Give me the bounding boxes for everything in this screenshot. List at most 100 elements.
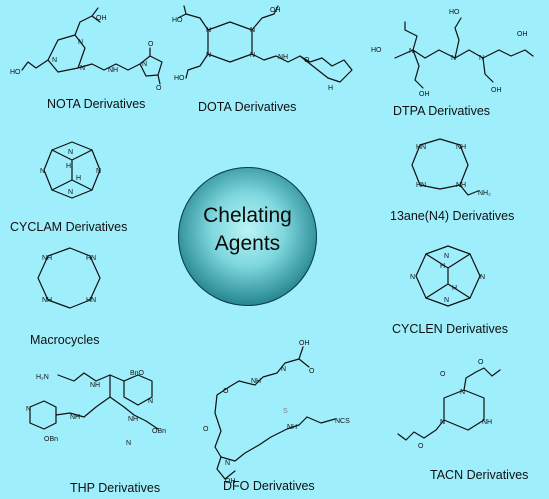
nota-atom-n4: N <box>142 61 147 68</box>
cyclen-atom-h2: H <box>452 285 457 292</box>
dota-structure: N N N N HO OH HO NH O H <box>172 5 353 92</box>
dtpa-atom-n3: N <box>479 55 484 62</box>
tacn-atom-n2: N <box>440 419 445 426</box>
tacn-atom-n1: N <box>460 389 465 396</box>
dota-label: DOTA Derivatives <box>198 100 297 114</box>
dfo-atom-oh1: OH <box>299 340 310 347</box>
dota-atom-nh: NH <box>278 54 288 61</box>
dfo-atom-n1: N <box>281 366 286 373</box>
cyclen-panel: N N N N H H CYCLEN Derivatives <box>370 240 549 350</box>
macro-panel: NH HN NH HN Macrocycles <box>0 240 170 350</box>
dfo-atom-o1: O <box>309 368 315 375</box>
dtpa-atom-n2: N <box>451 55 456 62</box>
macro-label: Macrocycles <box>30 333 100 347</box>
title-line-2: Agents <box>214 232 281 255</box>
thp-atom-nh2: NH <box>70 414 80 421</box>
cyclam-atom-h1: H <box>66 163 71 170</box>
ane-atom-hn2: HN <box>416 182 426 189</box>
nota-label: NOTA Derivatives <box>47 97 146 111</box>
thp-atom-n1: N <box>148 398 153 405</box>
cyclen-atom-n4: N <box>444 297 449 304</box>
thp-atom-n2: N <box>26 406 31 413</box>
dfo-label: DFO Derivatives <box>223 479 315 493</box>
thp-atom-obn2: OBn <box>152 428 166 435</box>
cyclam-atom-n3: N <box>40 168 45 175</box>
cyclen-atom-n3: N <box>444 253 449 260</box>
nota-atom-n1: N <box>78 39 83 46</box>
nota-atom-n2: N <box>52 57 57 64</box>
dota-atom-n4: N <box>250 52 255 59</box>
ane-panel: HN NH HN NH NH₂ 13ane(N4) Derivatives <box>370 125 549 235</box>
nota-structure: N N N OH HO NH N O O <box>10 7 163 92</box>
thp-atom-n3: N <box>126 440 131 447</box>
dtpa-label: DTPA Derivatives <box>393 104 491 118</box>
ane-atom-nh2-group: NH₂ <box>478 190 491 197</box>
dtpa-atom-oh2: OH <box>419 91 430 98</box>
dota-atom-oh1: OH <box>270 7 281 14</box>
tacn-atom-o1: O <box>478 359 484 366</box>
cyclam-atom-n2: N <box>68 189 73 196</box>
thp-atom-nh1: NH <box>90 382 100 389</box>
thp-atom-obn: OBn <box>44 436 58 443</box>
cyclam-label: CYCLAM Derivatives <box>10 220 128 234</box>
ane-atom-nh2: NH <box>456 182 466 189</box>
cyclam-atom-n4: N <box>96 168 101 175</box>
thp-label: THP Derivatives <box>70 481 161 495</box>
cyclen-label: CYCLEN Derivatives <box>392 322 509 336</box>
dtpa-structure: N N N HO HO OH OH OH <box>371 9 534 98</box>
dota-atom-ho2: HO <box>174 75 185 82</box>
cyclen-atom-n2: N <box>480 274 485 281</box>
tacn-panel: N N NH O O O TACN Derivatives <box>370 350 549 499</box>
chelating-agents-sphere: Chelating Agents <box>178 167 317 306</box>
nota-panel: N N N OH HO NH N O O NOTA Derivatives <box>0 0 170 120</box>
thp-panel: H₂N NH BnO N N NH OBn NH OBn N THP Deriv… <box>0 355 195 499</box>
cyclam-atom-n1: N <box>68 149 73 156</box>
dtpa-panel: N N N HO HO OH OH OH DTPA Derivatives <box>365 0 549 125</box>
dtpa-atom-n1: N <box>409 48 414 55</box>
cyclen-structure: N N N N H H <box>410 245 485 307</box>
ane-structure: HN NH HN NH NH₂ <box>411 138 491 197</box>
thp-structure: H₂N NH BnO N N NH OBn NH OBn N <box>26 370 166 447</box>
dota-atom-h: H <box>328 85 333 92</box>
dota-atom-n3: N <box>206 52 211 59</box>
macro-structure: NH HN NH HN <box>37 247 101 309</box>
dota-atom-n1: N <box>206 27 211 34</box>
cyclam-structure: N N N N H H <box>40 141 101 199</box>
tacn-atom-o2: O <box>440 371 446 378</box>
ane-label: 13ane(N4) Derivatives <box>390 209 515 223</box>
dota-atom-ho1: HO <box>172 17 183 24</box>
macro-atom-nh2: NH <box>42 297 52 304</box>
nota-atom-ho: HO <box>10 69 21 76</box>
cyclam-panel: N N N N H H CYCLAM Derivatives <box>0 130 170 240</box>
tacn-atom-nh: NH <box>482 419 492 426</box>
macro-atom-nh1: NH <box>42 255 52 262</box>
dota-atom-n2: N <box>250 27 255 34</box>
dtpa-atom-ho2: HO <box>449 9 460 16</box>
dota-panel: N N N N HO OH HO NH O H DOTA Derivatives <box>170 0 365 125</box>
cyclen-atom-n1: N <box>410 274 415 281</box>
thp-atom-bno: BnO <box>130 370 145 377</box>
dfo-atom-nh1: NH <box>251 378 261 385</box>
tacn-atom-o3: O <box>418 443 424 450</box>
dtpa-atom-oh3: OH <box>491 87 502 94</box>
dfo-atom-nh2: NH <box>287 424 297 431</box>
dtpa-atom-ho1: HO <box>371 47 382 54</box>
nota-atom-o2: O <box>156 85 162 92</box>
dfo-atom-n2: N <box>225 460 230 467</box>
nota-atom-n3: N <box>80 65 85 72</box>
tacn-structure: N N NH O O O <box>397 359 501 450</box>
nota-atom-o1: O <box>148 41 154 48</box>
dfo-structure: OH O N NH O O N OH S NH NCS <box>203 340 350 485</box>
nota-atom-oh1: OH <box>96 15 107 22</box>
thp-atom-h2n: H₂N <box>36 374 49 381</box>
dfo-atom-oh2: OH <box>225 478 236 485</box>
cyclen-atom-h1: H <box>440 263 445 270</box>
dfo-atom-o2: O <box>223 388 229 395</box>
dfo-panel: OH O N NH O O N OH S NH NCS DFO Derivati… <box>195 335 370 499</box>
dfo-atom-s: S <box>283 408 288 415</box>
thp-atom-nh3: NH <box>128 416 138 423</box>
ane-atom-hn1: HN <box>416 144 426 151</box>
dota-atom-o: O <box>304 57 310 64</box>
nota-atom-nh: NH <box>108 67 118 74</box>
dtpa-atom-oh1: OH <box>517 31 528 38</box>
